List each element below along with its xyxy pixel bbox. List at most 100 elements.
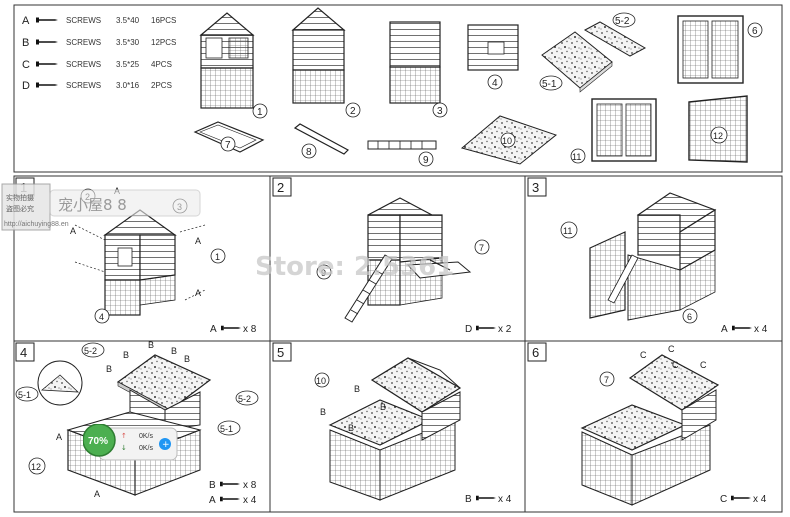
screw-row-a: A SCREWS 3.5*40 16PCS [22,15,176,27]
part-number: 7 [479,243,484,253]
usage-letter: A [721,324,728,335]
screw-icon [732,325,752,331]
screw-callout: C [700,360,707,370]
part-number: 3 [437,106,443,117]
network-speed-widget[interactable]: 70% ↑ ↓ 0K/s 0K/s + [83,424,183,464]
usage-count: x 2 [498,324,512,335]
screw-size: 3.0*16 [116,81,140,90]
step-number: 5 [277,345,284,360]
screw-letter: C [22,59,30,71]
step-number: 6 [532,345,539,360]
part-3-side-panel: 3 [389,21,448,118]
usage-count: x 4 [498,494,512,505]
screw-letter: D [22,80,30,92]
upload-arrow-icon: ↑ [121,432,127,440]
percent-label: 70% [88,436,108,447]
screw-letter: A [22,15,30,27]
store-watermark: Store: 2.5361 [255,252,454,282]
part-12-side-mesh-panel: 12 [688,95,748,163]
part-number: 2 [350,106,356,117]
screw-qty: 4PCS [151,60,172,69]
upload-speed: 0K/s [139,433,154,440]
step-number: 3 [532,180,539,195]
percent-gauge [83,424,116,457]
screw-icon [221,325,241,331]
part-6-front-door-panel: 6 [677,15,763,84]
screw-name: SCREWS [66,16,101,25]
stamp-text: 实物拍摄 [6,193,34,202]
usage-letter: D [465,324,472,335]
screw-callout: A [94,489,100,499]
part-number: 12 [713,131,723,141]
part-number: 5-2 [238,394,251,404]
download-arrow-icon: ↓ [121,444,127,452]
screw-callout: B [106,364,112,374]
part-number: 7 [225,140,231,151]
usage-letter: A [210,324,217,335]
part-number: 4 [99,312,104,322]
screw-name: SCREWS [66,81,101,90]
screw-qty: 2PCS [151,81,172,90]
part-number: 4 [492,78,498,89]
screw-icon [731,495,751,501]
part-number: 7 [604,375,609,385]
part-number: 10 [502,136,512,146]
part-4-divider-panel: 4 [467,24,519,90]
logo-watermark: 宠小屋8 8 [58,196,127,214]
screw-callout: A [195,288,201,298]
screw-icon [220,496,240,502]
add-button[interactable] [159,438,171,450]
step-4-illustration: 5-2 5-1 5-2 5-1 12 B B B B B A A B x 8 A… [15,340,259,506]
usage-letter: B [209,480,216,491]
screw-name: SCREWS [66,60,101,69]
part-number: 11 [563,226,572,236]
usage-count: x 8 [243,324,257,335]
step-5-illustration: 10 B B B B B x 4 [314,357,512,505]
usage-count: x 4 [243,495,257,506]
screw-row-d: D SCREWS 3.0*16 2PCS [22,80,172,92]
screw-letter: B [22,37,29,49]
part-10-floor: 10 [460,115,558,165]
screw-icon [476,495,496,501]
screw-row-c: C SCREWS 3.5*25 4PCS [22,59,172,71]
screw-callout: B [354,384,360,394]
screw-callout: B [184,354,190,364]
part-8-beam: 8 [293,123,349,159]
part-number: 8 [306,147,312,158]
step-number: 4 [20,345,27,360]
screw-callout: A [56,432,62,442]
part-1-front-panel: 1 [199,12,268,119]
part-number: 5-1 [220,424,233,434]
screw-callout: C [672,360,679,370]
part-number: 6 [687,312,692,322]
stamp-text: 盗图必究 [6,204,34,213]
part-5-roof-panels: 5-2 5-1 [539,12,647,93]
usage-count: x 8 [243,480,257,491]
usage-letter: B [465,494,472,505]
part-number: 1 [257,107,263,118]
part-number: 1 [215,252,220,262]
screw-callout: B [320,407,326,417]
screw-icon [476,325,496,331]
screw-callout: B [348,423,354,433]
part-number: 5-2 [84,346,97,356]
screw-legend: A SCREWS 3.5*40 16PCS B SCREWS 3.5*30 12… [22,15,176,92]
part-number: 9 [321,268,326,278]
screw-row-b: B SCREWS 3.5*30 12PCS [22,37,176,49]
stamp-url: http://aichuying88.en [4,221,69,228]
part-11-rear-panel: 11 [570,98,657,164]
screw-callout: A [70,226,76,236]
step-3-illustration: 11 6 A x 4 [560,192,768,335]
screw-size: 3.5*25 [116,60,140,69]
usage-count: x 4 [754,324,768,335]
part-number: 6 [752,26,758,37]
part-number: 12 [31,462,41,472]
usage-count: x 4 [753,494,767,505]
part-2-back-panel: 2 [291,7,361,118]
screw-callout: A [195,236,201,246]
screw-size: 3.5*30 [116,38,140,47]
screw-name: SCREWS [66,38,101,47]
part-number: 9 [423,155,429,166]
screw-callout: B [380,402,386,412]
